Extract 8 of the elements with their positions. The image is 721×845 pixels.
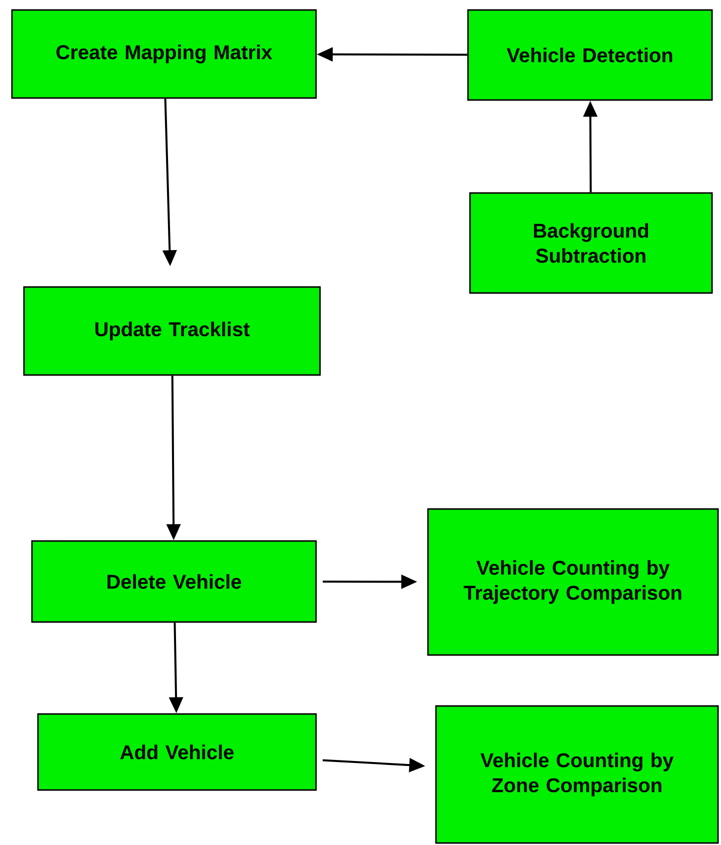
process-box: Update Tracklist [23, 286, 321, 376]
process-box: Background Subtraction [469, 192, 713, 294]
process-box: Delete Vehicle [31, 540, 317, 623]
process-box: Vehicle Counting by Zone Comparison [435, 705, 719, 844]
process-box: Add Vehicle [37, 713, 317, 791]
process-box: Vehicle Detection [467, 9, 713, 101]
process-box: Vehicle Counting by Trajectory Comparison [427, 508, 719, 656]
process-box: Create Mapping Matrix [11, 9, 317, 99]
